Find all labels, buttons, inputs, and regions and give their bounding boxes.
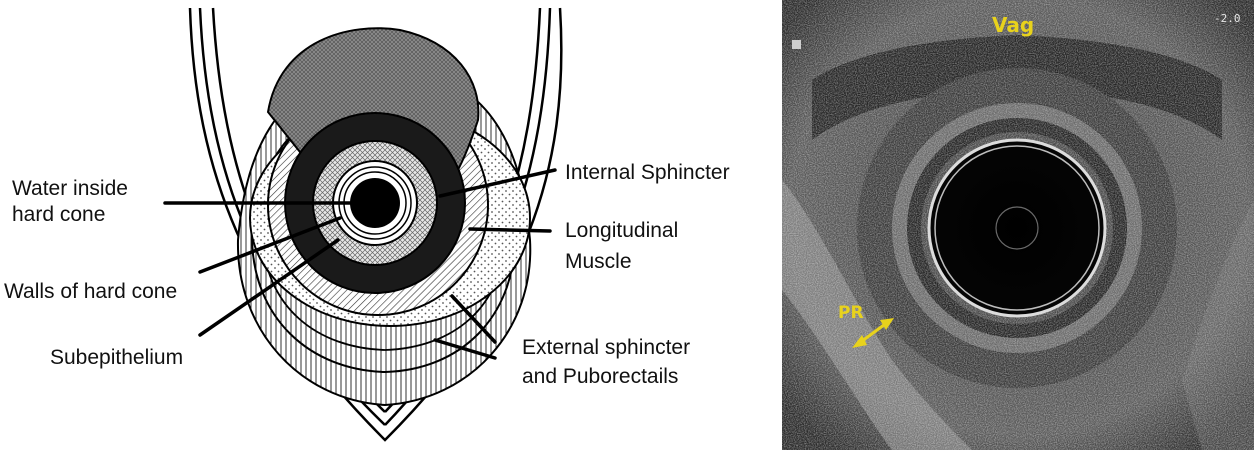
label-walls: Walls of hard cone xyxy=(4,280,177,303)
water-core xyxy=(350,178,400,228)
leader-external-2 xyxy=(433,338,497,360)
label-external-line2: and Puborectails xyxy=(522,365,678,388)
label-vag: Vag xyxy=(992,13,1034,37)
leader-internal-sphincter xyxy=(438,168,557,198)
label-subepithelium: Subepithelium xyxy=(50,346,183,369)
leader-longitudinal xyxy=(468,227,552,233)
us-center-circle xyxy=(995,206,1039,250)
label-longitudinal-line1: Longitudinal xyxy=(565,219,678,242)
diagram-labels: Water inside hard cone Walls of hard con… xyxy=(4,161,730,388)
us-marker-square xyxy=(792,40,801,49)
leader-external-1 xyxy=(450,294,497,344)
ultrasound-image: Vag -2.0 PR xyxy=(782,0,1254,450)
leader-walls xyxy=(198,216,342,274)
ultrasound-svg: Vag -2.0 PR xyxy=(782,0,1254,450)
us-probe-inner-wall xyxy=(934,145,1100,311)
diagram-svg: Water inside hard cone Walls of hard con… xyxy=(4,7,730,442)
pr-double-arrow xyxy=(852,318,894,348)
label-external-line1: External sphincter xyxy=(522,336,690,359)
label-water-line1: Water inside xyxy=(12,177,128,200)
leader-subepithelium xyxy=(198,238,340,337)
label-scale: -2.0 xyxy=(1214,12,1241,25)
label-water-line2: hard cone xyxy=(12,203,105,226)
leader-lines xyxy=(163,168,557,360)
label-longitudinal-line2: Muscle xyxy=(565,250,632,273)
anal-canal-diagram: Water inside hard cone Walls of hard con… xyxy=(4,7,730,442)
us-probe-cone xyxy=(927,138,1107,318)
label-internal-sphincter: Internal Sphincter xyxy=(565,161,730,184)
label-pr: PR xyxy=(838,303,864,323)
